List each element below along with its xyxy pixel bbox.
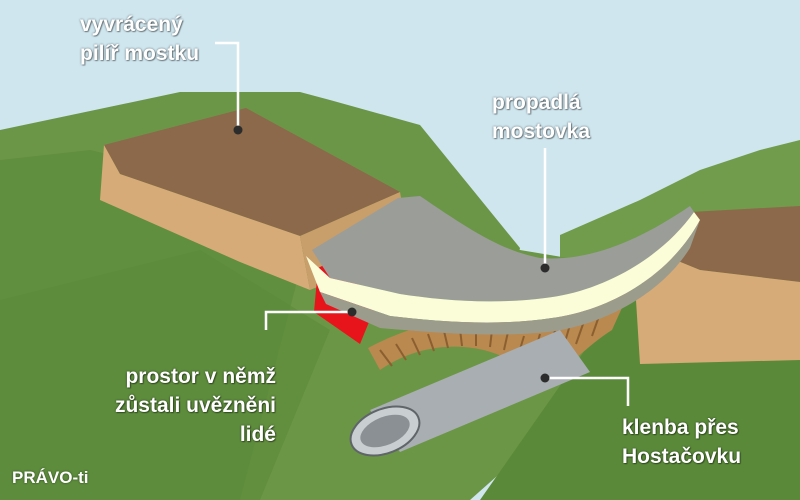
label-pier-line-1: vyvrácený — [80, 13, 183, 36]
label-deck: propadlá mostovka — [492, 88, 590, 146]
label-vault-line-2: Hostačovku — [622, 445, 742, 468]
space-dot — [347, 307, 357, 317]
pipe-body — [370, 330, 590, 452]
label-space-line-3: lidé — [239, 423, 276, 446]
label-space-line-1: prostor v němž — [125, 365, 276, 388]
pier-top — [104, 108, 400, 236]
deck-layer — [306, 212, 700, 323]
leader-dots — [233, 125, 550, 383]
deck-underside — [320, 220, 700, 335]
label-vault-line-1: klenba přes — [622, 416, 739, 439]
pier-dot — [233, 125, 243, 135]
deck-top — [312, 196, 694, 302]
deck-dot — [540, 263, 550, 273]
vault-leader — [545, 376, 630, 406]
label-pier-line-2: pilíř mostku — [80, 42, 200, 65]
label-deck-line-1: propadlá — [492, 91, 581, 114]
space-leader — [264, 310, 352, 330]
pier-leader — [215, 41, 240, 128]
credit-line: PRÁVO-ti — [12, 468, 89, 487]
ground-shade — [0, 250, 330, 500]
label-pier: vyvrácený pilíř mostku — [80, 10, 199, 68]
right-pier-side — [636, 252, 800, 364]
label-vault: klenba přes Hostačovku — [622, 413, 741, 471]
label-space-line-2: zůstali uvězněni — [114, 394, 276, 417]
label-trapped-space: prostor v němž zůstali uvězněni lidé — [100, 362, 276, 449]
label-deck-line-2: mostovka — [492, 120, 591, 143]
pier-side — [100, 145, 310, 290]
pipe-inner — [360, 414, 410, 448]
leader-lines — [215, 41, 630, 406]
vault-dot — [540, 373, 550, 383]
